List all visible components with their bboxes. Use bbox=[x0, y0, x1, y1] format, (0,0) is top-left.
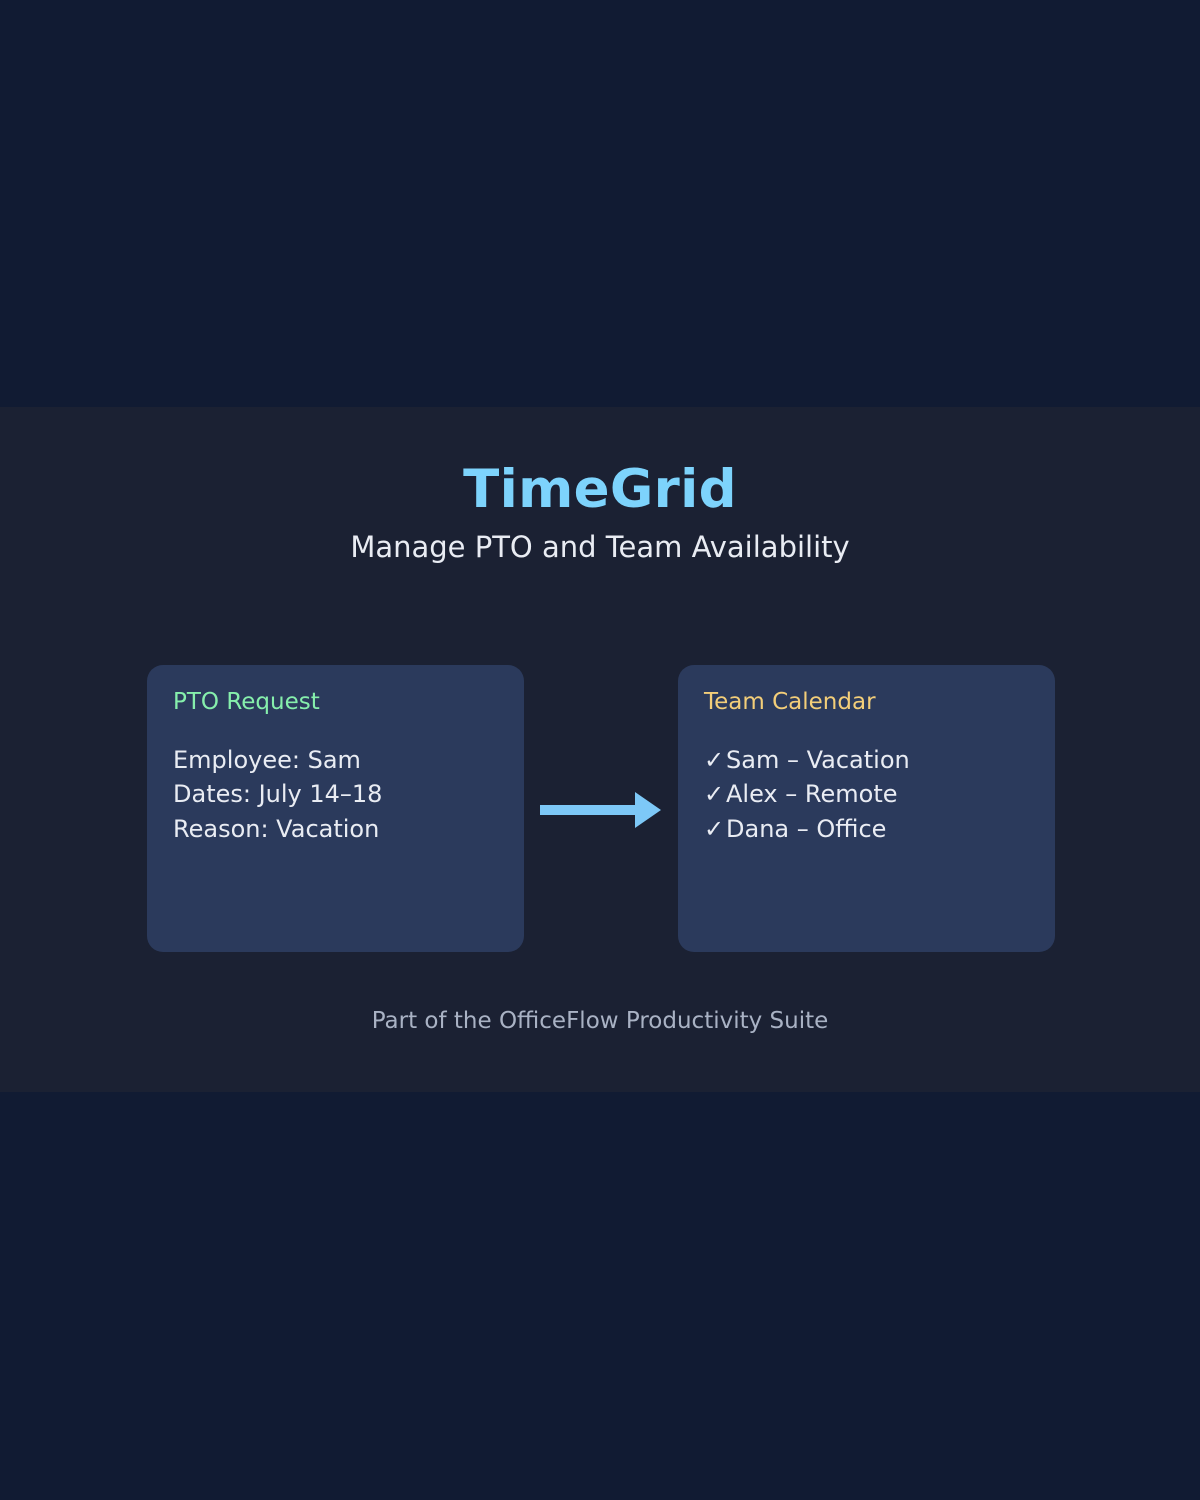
arrow-right-icon bbox=[540, 792, 661, 828]
list-item: Reason: Vacation bbox=[173, 814, 380, 843]
footer-text: Part of the OfficeFlow Productivity Suit… bbox=[371, 1008, 829, 1034]
check-icon: ✓ bbox=[704, 814, 725, 843]
pto-request-field-list: Employee: Sam Dates: July 14–18 Reason: … bbox=[173, 743, 498, 847]
footer: Part of the OfficeFlow Productivity Suit… bbox=[0, 1008, 1200, 1036]
team-calendar-entry-label: Sam – Vacation bbox=[726, 745, 910, 774]
header: TimeGrid Manage PTO and Team Availabilit… bbox=[0, 462, 1200, 564]
background-band-top bbox=[0, 0, 1200, 407]
app-title: TimeGrid bbox=[463, 459, 737, 520]
team-calendar-entry-list: ✓Sam – Vacation ✓Alex – Remote ✓Dana – O… bbox=[704, 743, 1029, 847]
check-icon: ✓ bbox=[704, 780, 725, 809]
pto-request-card[interactable]: PTO Request Employee: Sam Dates: July 14… bbox=[147, 665, 524, 952]
list-item: ✓Sam – Vacation bbox=[704, 743, 1029, 778]
team-calendar-entry-label: Alex – Remote bbox=[726, 780, 898, 809]
background-band-bottom bbox=[0, 1092, 1200, 1500]
cards-row: PTO Request Employee: Sam Dates: July 14… bbox=[147, 665, 1055, 952]
check-icon: ✓ bbox=[704, 745, 725, 774]
app-subtitle: Manage PTO and Team Availability bbox=[350, 529, 850, 564]
pto-request-card-title: PTO Request bbox=[173, 689, 320, 715]
list-item: Dates: July 14–18 bbox=[173, 780, 383, 809]
list-item: ✓Dana – Office bbox=[704, 812, 1029, 847]
list-item: ✓Alex – Remote bbox=[704, 777, 1029, 812]
team-calendar-entry-label: Dana – Office bbox=[726, 814, 887, 843]
team-calendar-card[interactable]: Team Calendar ✓Sam – Vacation ✓Alex – Re… bbox=[678, 665, 1055, 952]
team-calendar-card-title: Team Calendar bbox=[704, 689, 876, 715]
list-item: Employee: Sam bbox=[173, 745, 361, 774]
